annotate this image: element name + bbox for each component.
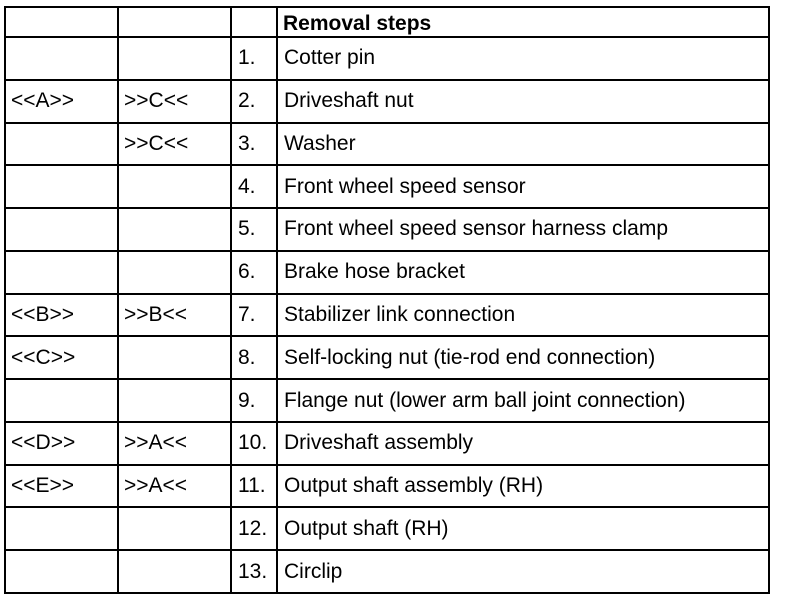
ref-procedure-cell: [117, 36, 232, 81]
step-number-cell: 3.: [230, 121, 278, 167]
step-number-cell: 6.: [230, 249, 278, 295]
table-row: >>C<<3.Washer: [4, 121, 770, 167]
table-row: 12.Output shaft (RH): [4, 506, 770, 552]
table-header-row: Removal steps: [4, 6, 770, 38]
ref-procedure-cell: >>C<<: [117, 121, 232, 167]
ref-diagram-cell: <<B>>: [4, 292, 119, 338]
header-num-cell: [230, 6, 278, 38]
table-row: <<B>>>>B<<7.Stabilizer link connection: [4, 292, 770, 338]
ref-diagram-cell: [4, 549, 119, 594]
table-row: <<E>>>>A<<11.Output shaft assembly (RH): [4, 463, 770, 509]
step-description-cell: Washer: [276, 121, 770, 167]
step-number-cell: 2.: [230, 78, 278, 124]
step-number-cell: 11.: [230, 463, 278, 509]
header-ref2-cell: [117, 6, 232, 38]
ref-diagram-cell: [4, 121, 119, 167]
table-row: <<A>>>>C<<2.Driveshaft nut: [4, 78, 770, 124]
ref-diagram-cell: <<E>>: [4, 463, 119, 509]
table-row: 13.Circlip: [4, 549, 770, 594]
step-number-cell: 12.: [230, 506, 278, 552]
table-row: 5.Front wheel speed sensor harness clamp: [4, 207, 770, 252]
header-ref1-cell: [4, 6, 119, 38]
ref-procedure-cell: [117, 249, 232, 295]
ref-diagram-cell: [4, 164, 119, 210]
table-row: 9.Flange nut (lower arm ball joint conne…: [4, 378, 770, 423]
step-description-cell: Circlip: [276, 549, 770, 594]
header-title: Removal steps: [276, 6, 770, 38]
ref-procedure-cell: [117, 207, 232, 252]
table-row: 1.Cotter pin: [4, 36, 770, 81]
step-number-cell: 13.: [230, 549, 278, 594]
table-body: 1.Cotter pin<<A>>>>C<<2.Driveshaft nut>>…: [4, 36, 770, 594]
removal-steps-table: Removal steps 1.Cotter pin<<A>>>>C<<2.Dr…: [4, 6, 770, 594]
step-description-cell: Front wheel speed sensor: [276, 164, 770, 210]
step-number-cell: 5.: [230, 207, 278, 252]
step-description-cell: Output shaft (RH): [276, 506, 770, 552]
ref-diagram-cell: [4, 249, 119, 295]
step-description-cell: Output shaft assembly (RH): [276, 463, 770, 509]
ref-diagram-cell: [4, 506, 119, 552]
step-description-cell: Stabilizer link connection: [276, 292, 770, 338]
table-row: <<C>> 8.Self-locking nut (tie-rod end con…: [4, 335, 770, 381]
step-description-cell: Driveshaft nut: [276, 78, 770, 124]
table-row: 4.Front wheel speed sensor: [4, 164, 770, 210]
step-description-cell: Flange nut (lower arm ball joint connect…: [276, 378, 770, 423]
ref-procedure-cell: >>A<<: [117, 420, 232, 466]
step-description-cell: Brake hose bracket: [276, 249, 770, 295]
ref-diagram-cell: [4, 378, 119, 423]
ref-procedure-cell: [117, 335, 232, 381]
ref-procedure-cell: [117, 506, 232, 552]
ref-procedure-cell: >>A<<: [117, 463, 232, 509]
ref-diagram-cell: [4, 207, 119, 252]
ref-diagram-cell: <<D>>: [4, 420, 119, 466]
ref-procedure-cell: >>B<<: [117, 292, 232, 338]
step-number-cell: 9.: [230, 378, 278, 423]
ref-procedure-cell: [117, 549, 232, 594]
step-number-cell: 4.: [230, 164, 278, 210]
table-row: <<D>>>>A<<10.Driveshaft assembly: [4, 420, 770, 466]
step-description-cell: Cotter pin: [276, 36, 770, 81]
step-number-cell: 10.: [230, 420, 278, 466]
table-row: 6.Brake hose bracket: [4, 249, 770, 295]
ref-diagram-cell: <<A>>: [4, 78, 119, 124]
ref-procedure-cell: [117, 378, 232, 423]
step-number-cell: 7.: [230, 292, 278, 338]
step-number-cell: 1.: [230, 36, 278, 81]
ref-procedure-cell: >>C<<: [117, 78, 232, 124]
step-number-cell: 8.: [230, 335, 278, 381]
ref-diagram-cell: [4, 36, 119, 81]
ref-diagram-cell: <<C>>: [4, 335, 119, 381]
step-description-cell: Driveshaft assembly: [276, 420, 770, 466]
step-description-cell: Self-locking nut (tie-rod end connection…: [276, 335, 770, 381]
ref-procedure-cell: [117, 164, 232, 210]
step-description-cell: Front wheel speed sensor harness clamp: [276, 207, 770, 252]
